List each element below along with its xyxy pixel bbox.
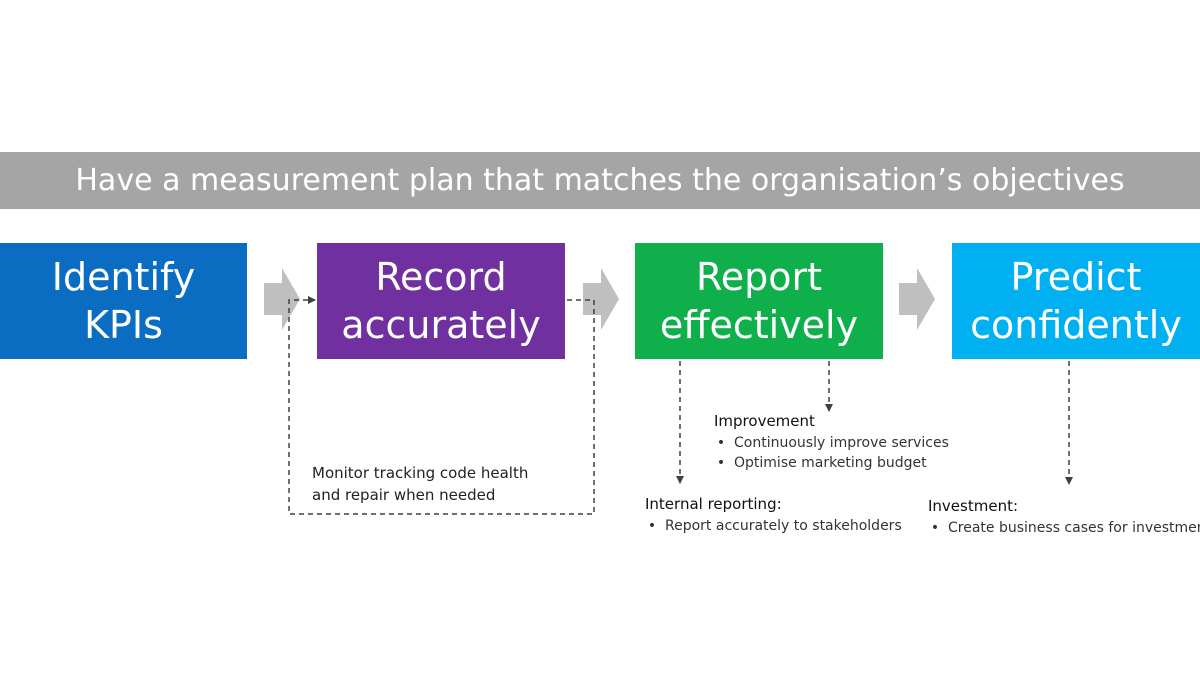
list-item: • Create business cases for investment [928,518,1200,538]
internal-reporting-list: • Report accurately to stakeholders [645,516,902,536]
improvement-heading: Improvement [714,412,815,430]
step-identify-kpis: Identify KPIs [0,243,247,359]
flow-arrow-1 [264,268,300,330]
flow-arrow-2 [583,268,619,330]
list-item-text: Create business cases for investment [948,520,1200,536]
step-predict-confidently: Predict confidently [952,243,1200,359]
page-title-banner: Have a measurement plan that matches the… [0,152,1200,209]
page-title: Have a measurement plan that matches the… [75,163,1125,198]
feedback-loop-line [288,296,595,515]
list-item: • Optimise marketing budget [714,453,949,473]
step-report-effectively: Report effectively [635,243,883,359]
investment-heading: Investment: [928,497,1019,515]
list-item: • Continuously improve services [714,433,949,453]
bullet-icon: • [930,520,940,536]
investment-block: Investment: • Create business cases for i… [928,496,1200,538]
improvement-block: Improvement • Continuously improve servic… [714,411,949,473]
step-record-accurately: Record accurately [317,243,565,359]
list-item: • Report accurately to stakeholders [645,516,902,536]
investment-list: • Create business cases for investment [928,518,1200,538]
list-item-text: Report accurately to stakeholders [665,518,902,534]
list-item-text: Optimise marketing budget [734,455,927,471]
bullet-icon: • [716,455,726,471]
bullet-icon: • [716,435,726,451]
internal-reporting-block: Internal reporting: • Report accurately t… [645,494,902,536]
improvement-list: • Continuously improve services • Optimise… [714,433,949,473]
flow-arrow-3 [899,268,935,330]
bullet-icon: • [647,518,657,534]
feedback-text: Monitor tracking code health and repair … [312,464,529,504]
list-item-text: Continuously improve services [734,435,949,451]
internal-reporting-heading: Internal reporting: [645,495,782,513]
